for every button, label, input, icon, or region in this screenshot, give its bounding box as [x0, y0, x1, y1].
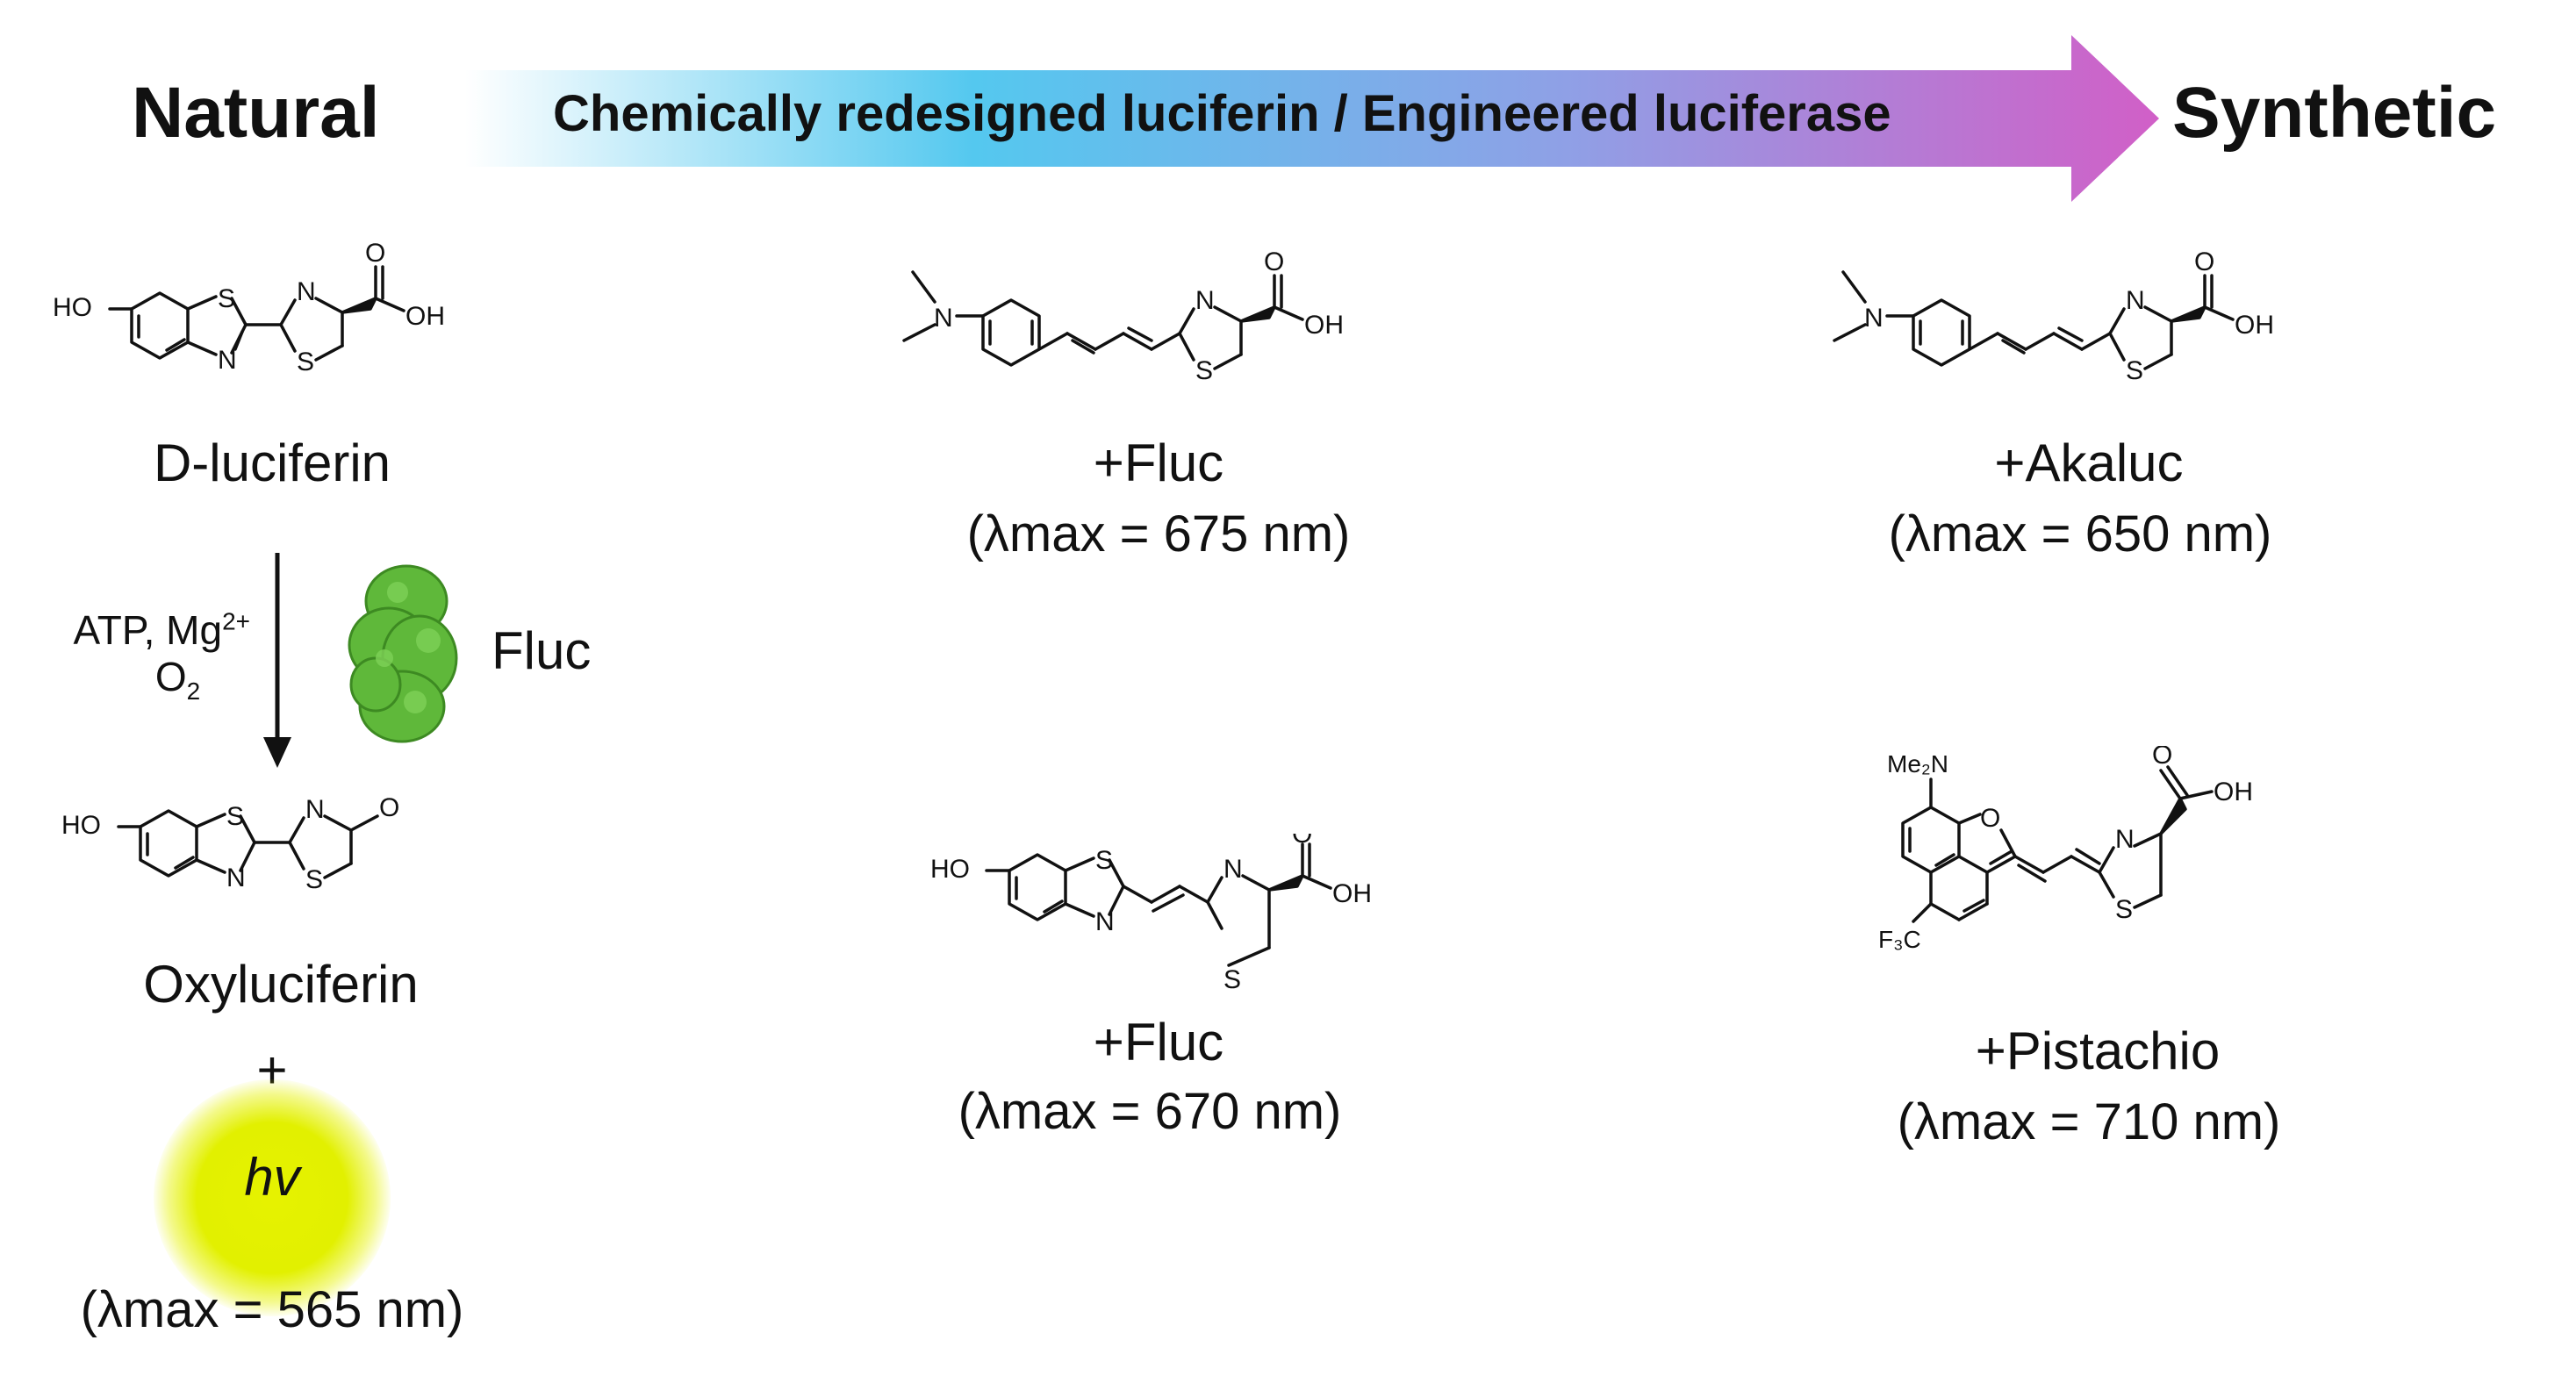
atom-n: N — [1864, 304, 1884, 333]
atom-s: S — [218, 284, 235, 313]
atom-f3c: F₃C — [1878, 926, 1921, 953]
pistachio-substrate-structure: Me₂N O F₃C N S O OH — [1878, 746, 2253, 953]
middle-top-lambda: (λmax = 675 nm) — [966, 505, 1351, 563]
atom-ho: HO — [930, 855, 970, 884]
atom-n: N — [1223, 855, 1243, 884]
atom-s: S — [226, 802, 244, 831]
atom-ho: HO — [61, 811, 101, 840]
synthetic-header: Synthetic — [2172, 73, 2497, 153]
d-luciferin-structure: HO S N N S O OH — [53, 239, 445, 376]
right-bottom-lambda: (λmax = 710 nm) — [1897, 1093, 2281, 1150]
atom-o: O — [365, 239, 385, 268]
middle-bottom-lambda: (λmax = 670 nm) — [958, 1083, 1342, 1140]
atom-o: O — [2194, 247, 2214, 276]
middle-top-enzyme: +Fluc — [1093, 434, 1224, 492]
atom-n: N — [305, 795, 325, 824]
atom-s: S — [297, 348, 314, 376]
atom-s: S — [305, 865, 323, 894]
natural-lambda: (λmax = 565 nm) — [80, 1281, 464, 1338]
vinyl-luciferin-structure: HO S N N S O OH — [930, 834, 1372, 994]
atom-s: S — [2115, 895, 2133, 924]
atom-n: N — [1195, 286, 1215, 315]
fluc-protein-icon — [348, 564, 458, 743]
atom-o: O — [379, 793, 399, 822]
atom-me2n: Me₂N — [1887, 750, 1948, 778]
atom-s: S — [1195, 356, 1213, 385]
atom-oh: OH — [405, 302, 445, 331]
atom-o: O — [1264, 247, 1284, 276]
atom-s: S — [1095, 846, 1113, 875]
atom-ho: HO — [53, 293, 92, 322]
light-glow — [154, 1079, 391, 1316]
right-top-enzyme: +Akaluc — [1994, 434, 2184, 492]
atom-oh: OH — [1332, 879, 1372, 908]
hv-label: hv — [244, 1148, 300, 1207]
natural-header: Natural — [132, 73, 380, 153]
oxyluciferin-structure: HO S N N S O — [61, 793, 399, 894]
d-luciferin-label: D-luciferin — [153, 434, 391, 492]
arrow-caption: Chemically redesigned luciferin / Engine… — [553, 85, 1891, 142]
reagents-label: ATP, Mg2+ O2 — [73, 607, 250, 706]
atom-oh: OH — [2235, 311, 2274, 340]
right-bottom-enzyme: +Pistachio — [1975, 1021, 2221, 1080]
atom-s: S — [1223, 965, 1241, 994]
akalumine-structure-fluc: N N S O OH — [902, 247, 1344, 385]
atom-n: N — [2115, 825, 2135, 854]
progress-arrow — [465, 35, 2159, 202]
atom-oh: OH — [2214, 778, 2253, 806]
atom-o: O — [1292, 834, 1312, 849]
atom-o: O — [2152, 746, 2172, 770]
right-top-lambda: (λmax = 650 nm) — [1888, 505, 2272, 563]
middle-bottom-enzyme: +Fluc — [1093, 1013, 1224, 1071]
atom-n: N — [2126, 286, 2145, 315]
atom-o: O — [1980, 804, 2000, 833]
fluc-label: Fluc — [492, 621, 592, 680]
atom-s: S — [2126, 356, 2143, 385]
atom-oh: OH — [1304, 311, 1344, 340]
akalumine-structure-akaluc: N N S O OH — [1833, 247, 2274, 385]
atom-n: N — [934, 304, 953, 333]
oxyluciferin-label: Oxyluciferin — [143, 955, 419, 1014]
atom-n: N — [297, 277, 316, 306]
reaction-arrow — [263, 553, 291, 768]
